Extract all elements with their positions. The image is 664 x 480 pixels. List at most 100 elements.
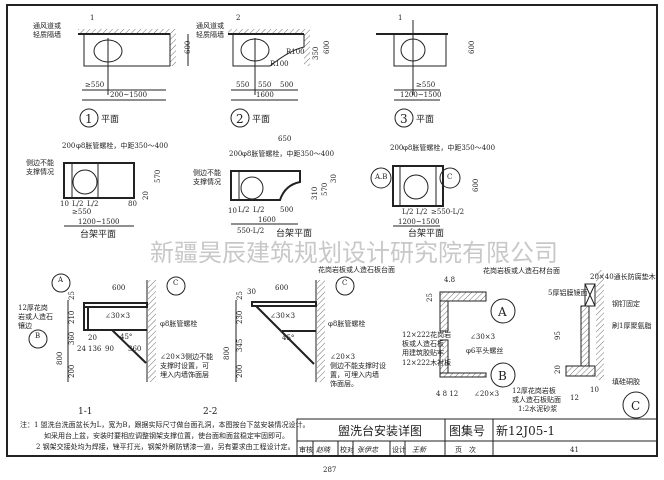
label: 填硅硐胶 bbox=[612, 377, 640, 386]
label: 20×40通长防腐垫木 bbox=[590, 272, 656, 281]
label: φ8胀管螺栓 bbox=[328, 319, 365, 328]
label: 侧边不能支撑时设 bbox=[330, 361, 386, 370]
label: 1200~1500 bbox=[400, 91, 442, 99]
label: 支撑情况 bbox=[193, 177, 221, 186]
drawing-line bbox=[63, 162, 135, 199]
label: 345 bbox=[236, 339, 244, 352]
label: C bbox=[342, 279, 347, 287]
label: 600 bbox=[112, 284, 125, 292]
signature: 赵晓 bbox=[316, 446, 331, 454]
label: 设计 bbox=[392, 445, 406, 454]
drawing-line bbox=[580, 305, 590, 367]
callout-circle bbox=[240, 176, 264, 200]
drawing-line bbox=[83, 33, 171, 67]
label: 平面 bbox=[252, 114, 270, 125]
label: L/2 bbox=[87, 200, 98, 208]
label: ∠20×3 bbox=[330, 353, 355, 361]
frame-plan-1: 200 φ8胀管螺栓，中距350～400 侧边不能 支撑情况 570 20 10… bbox=[26, 141, 168, 240]
label: 3 bbox=[400, 112, 408, 126]
label: 侧边不能 bbox=[193, 168, 221, 177]
label: ∠30×3 bbox=[105, 312, 130, 320]
label: 花岗岩板或人造石材台面 bbox=[483, 266, 560, 275]
label: ≥550-L/2 bbox=[431, 208, 464, 216]
label: 花岗岩板或人造石板台面 bbox=[318, 265, 395, 274]
label: A.B bbox=[374, 173, 387, 181]
callout-circle bbox=[166, 276, 186, 296]
label: 200 bbox=[62, 142, 75, 150]
drawing-line bbox=[83, 306, 89, 331]
drawing-line bbox=[230, 170, 301, 201]
label: 550 bbox=[236, 81, 249, 89]
label: 200 bbox=[236, 365, 244, 378]
callout-circle bbox=[370, 167, 392, 189]
label: 镶边 bbox=[18, 321, 32, 330]
label: 轻质隔墙 bbox=[196, 30, 224, 39]
frame-plan-2: 650 200 φ8胀管螺栓，中距350～400 侧边不能 支撑情况 570 3… bbox=[193, 135, 338, 239]
label: 台架平面 bbox=[276, 227, 312, 239]
drawing-title: 盥洗台安装详图 bbox=[338, 423, 422, 438]
label: 200 bbox=[229, 150, 242, 158]
label: 平面 bbox=[416, 114, 434, 125]
label: 650 bbox=[278, 135, 291, 143]
drawing-line bbox=[232, 34, 305, 67]
callout-circle bbox=[51, 273, 71, 293]
label: 360 bbox=[128, 345, 141, 353]
label: 1 bbox=[90, 14, 94, 22]
label: 轻质隔墙 bbox=[33, 30, 61, 39]
drawing-line bbox=[83, 302, 148, 308]
callout-circle bbox=[335, 276, 355, 296]
drawing-line bbox=[78, 29, 176, 34]
drawing-line bbox=[393, 33, 447, 67]
label: B bbox=[498, 369, 507, 383]
label: 200 bbox=[390, 144, 403, 152]
label: 12×222花岗岩 bbox=[402, 330, 451, 339]
drawing-line bbox=[596, 270, 604, 380]
label: A bbox=[497, 305, 507, 319]
label: ≥550 bbox=[85, 81, 104, 89]
label: 12厚花岗 bbox=[18, 303, 48, 312]
label: 10 bbox=[60, 200, 69, 208]
label: L/2 bbox=[253, 206, 264, 214]
label: 平面 bbox=[101, 114, 119, 125]
label: 1 bbox=[85, 112, 93, 126]
details-abc: 花岗岩板或人造石材台面 4.8 25 A B 12×222花岗岩 板或人造石板 … bbox=[402, 266, 656, 419]
label: 20 bbox=[554, 365, 562, 374]
label: 岩或人造石 bbox=[18, 312, 53, 321]
label: 600 bbox=[323, 41, 331, 54]
drawing-line bbox=[170, 34, 176, 66]
drawing-line bbox=[251, 301, 317, 307]
plan-1: 600 通风道或 轻质隔墙 1 ≥550 200~1500 1 平面 bbox=[33, 14, 192, 128]
label: 2-2 bbox=[203, 407, 218, 417]
drawing-line bbox=[148, 280, 156, 382]
label: 25 bbox=[236, 291, 244, 300]
label: 12×222木衬板 bbox=[402, 358, 451, 367]
label: A bbox=[57, 276, 64, 284]
label: 210 bbox=[68, 311, 76, 324]
label: 埋入内墙饰面层 bbox=[160, 370, 209, 379]
drawing-line bbox=[392, 165, 444, 207]
label: 页 次 bbox=[455, 445, 476, 454]
drawing-line bbox=[296, 418, 658, 457]
label: L/2 bbox=[402, 208, 413, 216]
label: 90 bbox=[105, 345, 114, 353]
label: 2 钢架交接处均为焊接，锉平打光，钢架外刷防锈漆一道，另有要求由工程设计定。 bbox=[36, 442, 295, 451]
notes: 注：1 盥洗台洗面盆长为L，宽为B，跟据实际尺寸做台面孔洞，本图按台下盆安装情况… bbox=[20, 420, 309, 451]
label: L/2 bbox=[72, 200, 83, 208]
callout-circle bbox=[72, 169, 98, 195]
drawing-line bbox=[439, 300, 449, 332]
label: 360 bbox=[68, 332, 76, 345]
drawing-line bbox=[584, 283, 596, 307]
label: 600 bbox=[468, 41, 476, 54]
callout-circle bbox=[28, 329, 48, 349]
label: 通风道或 bbox=[33, 21, 61, 30]
label: 95 bbox=[554, 331, 562, 340]
label: L/2 bbox=[416, 208, 427, 216]
label: 刷1厚聚氨脂 bbox=[612, 321, 651, 330]
label: 570 bbox=[154, 170, 162, 183]
callout-circle bbox=[230, 108, 250, 128]
label: 500 bbox=[280, 206, 293, 214]
drawing-line bbox=[584, 283, 596, 307]
page-no: 41 bbox=[570, 446, 579, 454]
label: 饰面层。 bbox=[330, 379, 358, 388]
